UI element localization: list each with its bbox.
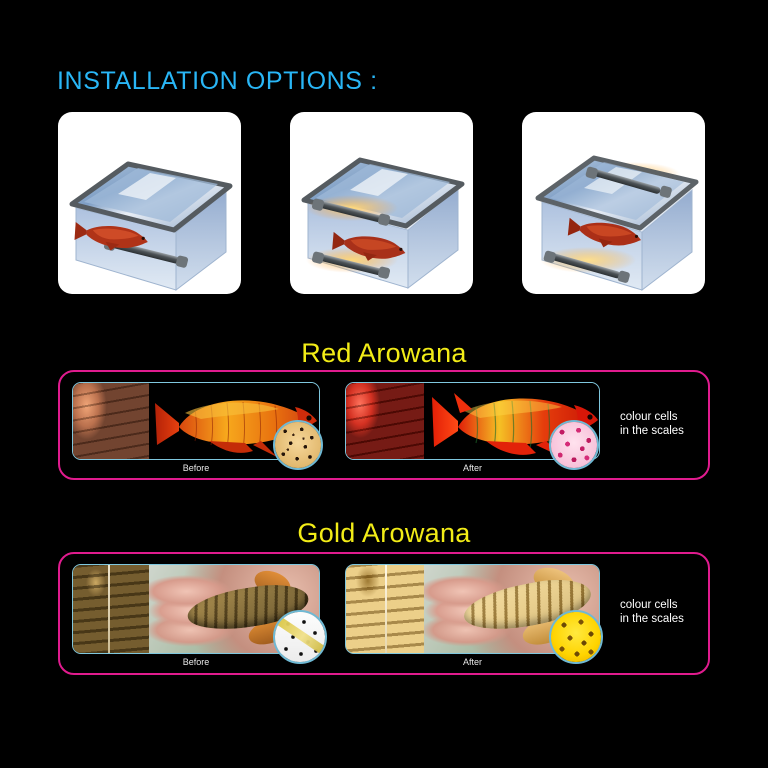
panel-red-arowana: Before xyxy=(58,370,710,480)
aquarium-illustration-2 xyxy=(290,112,473,294)
red-before-cell-inset xyxy=(273,420,323,470)
red-before-scale-closeup xyxy=(73,383,150,459)
section-title-red-arowana: Red Arowana xyxy=(301,338,467,368)
tank-svg-1 xyxy=(69,161,233,292)
arowana-fish xyxy=(567,217,641,248)
gold-after-cell-inset xyxy=(549,610,603,664)
arowana-fish xyxy=(74,222,148,251)
gold-before-group: Before xyxy=(72,564,320,667)
section-title-gold-arowana: Gold Arowana xyxy=(297,518,471,548)
gold-after-scale-closeup xyxy=(346,565,425,653)
light-bar-lower xyxy=(311,251,391,279)
gold-caption-line-1: colour cells xyxy=(620,599,678,611)
installation-option-card-2[interactable] xyxy=(290,112,473,294)
gold-before-label: Before xyxy=(182,657,210,667)
red-caption: colour cells in the scales xyxy=(620,410,684,438)
light-bar-bottom xyxy=(543,250,630,283)
light-bar-upper xyxy=(311,198,391,226)
arowana-fish xyxy=(332,231,406,261)
gold-before-cell-inset xyxy=(273,610,327,664)
red-caption-line-2: in the scales xyxy=(620,425,684,437)
red-caption-line-1: colour cells xyxy=(620,411,678,423)
red-before-label: Before xyxy=(182,463,210,473)
red-after-scale-closeup xyxy=(346,383,425,459)
light-bar-top xyxy=(585,166,672,198)
aquarium-illustration-1 xyxy=(58,112,241,294)
page-title: INSTALLATION OPTIONS : xyxy=(57,67,378,95)
tank-svg-2 xyxy=(301,157,465,290)
red-after-fish-photo xyxy=(424,383,599,459)
installation-option-card-1[interactable] xyxy=(58,112,241,294)
red-after-group: After xyxy=(345,382,600,473)
red-after-photo xyxy=(345,382,600,460)
gold-caption-line-2: in the scales xyxy=(620,613,684,625)
gold-before-photo xyxy=(72,564,320,654)
gold-caption: colour cells in the scales xyxy=(620,598,684,626)
aquarium-illustration-3 xyxy=(522,112,705,294)
tank-svg-3 xyxy=(535,155,699,292)
gold-before-scale-closeup xyxy=(73,565,150,653)
installation-option-card-3[interactable] xyxy=(522,112,705,294)
red-after-cell-inset xyxy=(549,420,599,470)
red-after-label: After xyxy=(462,463,482,473)
panel-gold-arowana: Before After xyxy=(58,552,710,675)
gold-after-label: After xyxy=(462,657,482,667)
